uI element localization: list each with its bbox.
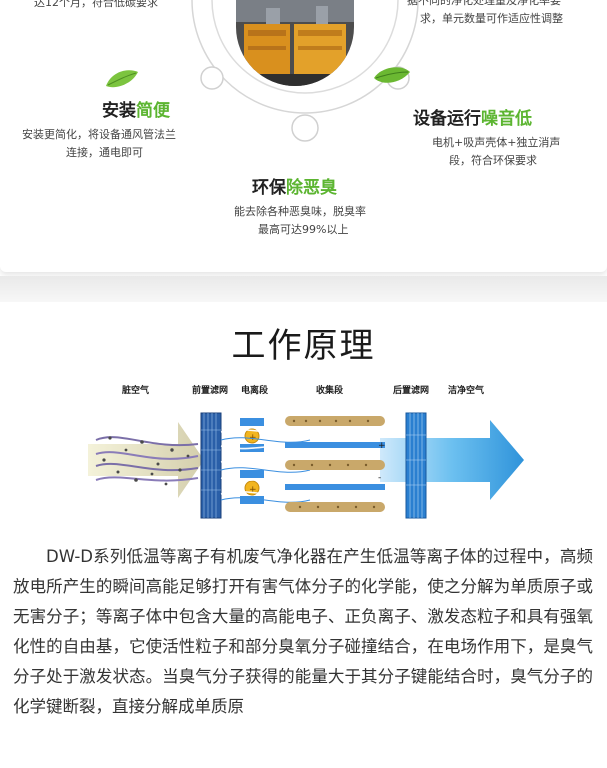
feature-noise-desc-2: 段，符合环保要求 bbox=[449, 154, 537, 167]
label-ionization: 电离段 bbox=[241, 384, 269, 396]
label-collection: 收集段 bbox=[316, 384, 344, 396]
dirty-air-arrow bbox=[88, 422, 204, 498]
label-post-filter: 后置滤网 bbox=[393, 384, 429, 396]
section-title: 工作原理 bbox=[231, 326, 376, 366]
top-left-text: 达12个月，符合低碳要求 bbox=[34, 0, 158, 9]
label-dirty-air: 脏空气 bbox=[122, 384, 149, 396]
top-right-text-1: 据不同的净化处理量及净化率要 bbox=[407, 0, 561, 7]
feature-install-title: 安装简便 bbox=[102, 101, 170, 121]
ion-plus-sign: + bbox=[249, 485, 257, 495]
top-right-text-2: 求，单元数量可作适应性调整 bbox=[420, 12, 563, 25]
principle-description: DW-D系列低温等离子有机废气净化器在产生低温等离子体的过程中，高频放电所产生的… bbox=[13, 547, 593, 716]
air-flow-lines bbox=[220, 437, 311, 503]
label-pre-filter: 前置滤网 bbox=[192, 384, 228, 396]
feature-install-desc-1: 安装更简化，将设备通风管法兰 bbox=[22, 128, 176, 141]
working-principle-diagram: 脏空气 前置滤网 电离段 收集段 后置滤网 洁净空气 + + bbox=[88, 384, 524, 519]
plate-plus-sign: + bbox=[378, 441, 386, 451]
air-flow-lines bbox=[220, 428, 311, 498]
plate-minus-sign: - bbox=[378, 473, 381, 483]
feature-install-desc-2: 连接，通电即可 bbox=[66, 146, 143, 159]
label-clean-air: 洁净空气 bbox=[448, 384, 484, 396]
collection-stage: + - bbox=[285, 416, 386, 512]
feature-deodor-desc-2: 最高可达99%以上 bbox=[258, 223, 349, 236]
features-card: 达12个月，符合低碳要求 据不同的净化处理量及净化率要 求，单元数量可作适应性调… bbox=[0, 0, 607, 272]
leaf-icon bbox=[106, 70, 138, 88]
section-divider bbox=[0, 276, 607, 302]
feature-noise-desc-1: 电机+吸声壳体+独立消声 bbox=[432, 136, 561, 149]
feature-deodor-desc-1: 能去除各种恶臭味，脱臭率 bbox=[234, 205, 366, 218]
leaf-icon bbox=[374, 67, 410, 83]
post-filter-panel bbox=[405, 412, 427, 519]
feature-deodor-title: 环保除恶臭 bbox=[252, 178, 337, 198]
clean-air-arrow bbox=[380, 420, 524, 500]
post-filter-mesh bbox=[406, 413, 426, 518]
feature-noise-title: 设备运行噪音低 bbox=[413, 109, 532, 129]
pre-filter-mesh bbox=[201, 413, 221, 518]
